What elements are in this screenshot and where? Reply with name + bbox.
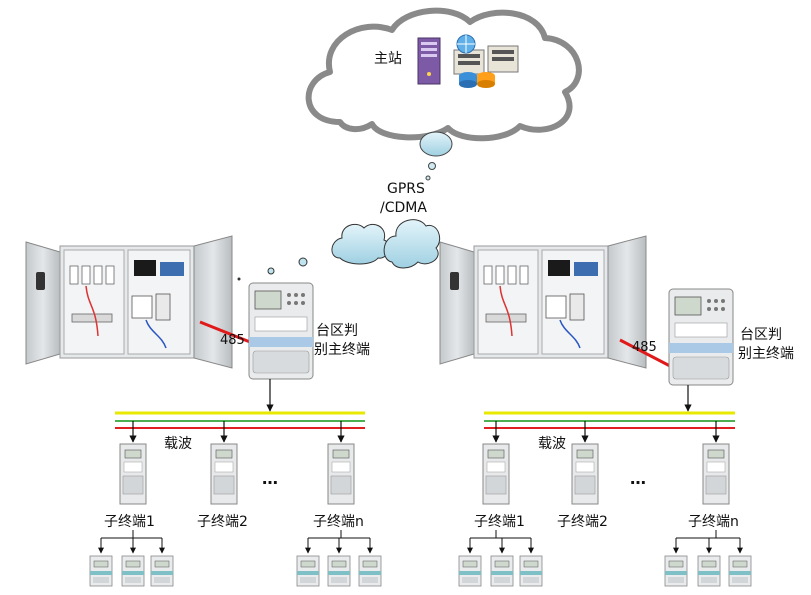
cdma-label: /CDMA — [380, 200, 427, 216]
main-terminal-device — [668, 288, 734, 386]
wireless-cloud-right — [383, 219, 441, 269]
sub-terminal-device — [571, 443, 599, 505]
electric-meter — [121, 555, 145, 587]
signal-dot — [237, 277, 241, 281]
rs485-label: 485 — [220, 333, 245, 348]
carrier-bus — [115, 411, 365, 429]
electric-meter — [150, 555, 174, 587]
ellipsis: … — [262, 469, 278, 488]
master-station-label: 主站 — [374, 51, 402, 67]
electric-meter — [728, 555, 752, 587]
server-rack-icon — [453, 45, 519, 75]
electric-meter — [327, 555, 351, 587]
rs485-link — [199, 320, 251, 344]
signal-dot — [267, 267, 275, 275]
sub-terminal-device — [702, 443, 730, 505]
sub-terminal-device — [210, 443, 238, 505]
electric-meter — [519, 555, 543, 587]
sub-terminal-label: 子终端1 — [474, 514, 525, 530]
main-terminal-label-line2: 别主终端 — [738, 346, 794, 362]
database-icon — [459, 72, 495, 88]
electric-meter — [697, 555, 721, 587]
rs485-label: 485 — [632, 340, 657, 355]
distribution-cabinet — [25, 235, 233, 369]
gprs-label: GPRS — [387, 181, 425, 197]
sub-terminal-label: 子终端2 — [557, 514, 608, 530]
cloud-tail-bubbles — [419, 131, 453, 181]
electric-meter — [89, 555, 113, 587]
rs485-link — [619, 338, 671, 368]
distribution-cabinet — [439, 235, 647, 369]
master-station-cloud: 主站 — [305, 7, 582, 142]
globe-icon — [456, 34, 476, 54]
sub-terminal-device — [482, 443, 510, 505]
carrier-bus — [484, 411, 735, 429]
electric-meter — [358, 555, 382, 587]
sub-terminal-label: 子终端2 — [197, 514, 248, 530]
wireless-cloud-left — [331, 223, 390, 265]
signal-dot — [298, 257, 308, 267]
server-tower-icon — [417, 37, 441, 85]
main-terminal-label-line1: 台区判 — [316, 323, 358, 339]
carrier-label: 载波 — [538, 436, 566, 452]
main-terminal-label-line2: 别主终端 — [314, 342, 370, 358]
sub-terminal-label: 子终端n — [313, 514, 364, 530]
electric-meter — [296, 555, 320, 587]
main-terminal-device — [248, 282, 314, 380]
electric-meter — [458, 555, 482, 587]
ellipsis: … — [630, 469, 646, 488]
carrier-label: 载波 — [164, 436, 192, 452]
sub-terminal-label: 子终端1 — [104, 514, 155, 530]
sub-terminal-device — [119, 443, 147, 505]
electric-meter — [664, 555, 688, 587]
electric-meter — [490, 555, 514, 587]
sub-terminal-label: 子终端n — [688, 514, 739, 530]
sub-terminal-device — [327, 443, 355, 505]
main-terminal-label-line1: 台区判 — [740, 327, 782, 343]
